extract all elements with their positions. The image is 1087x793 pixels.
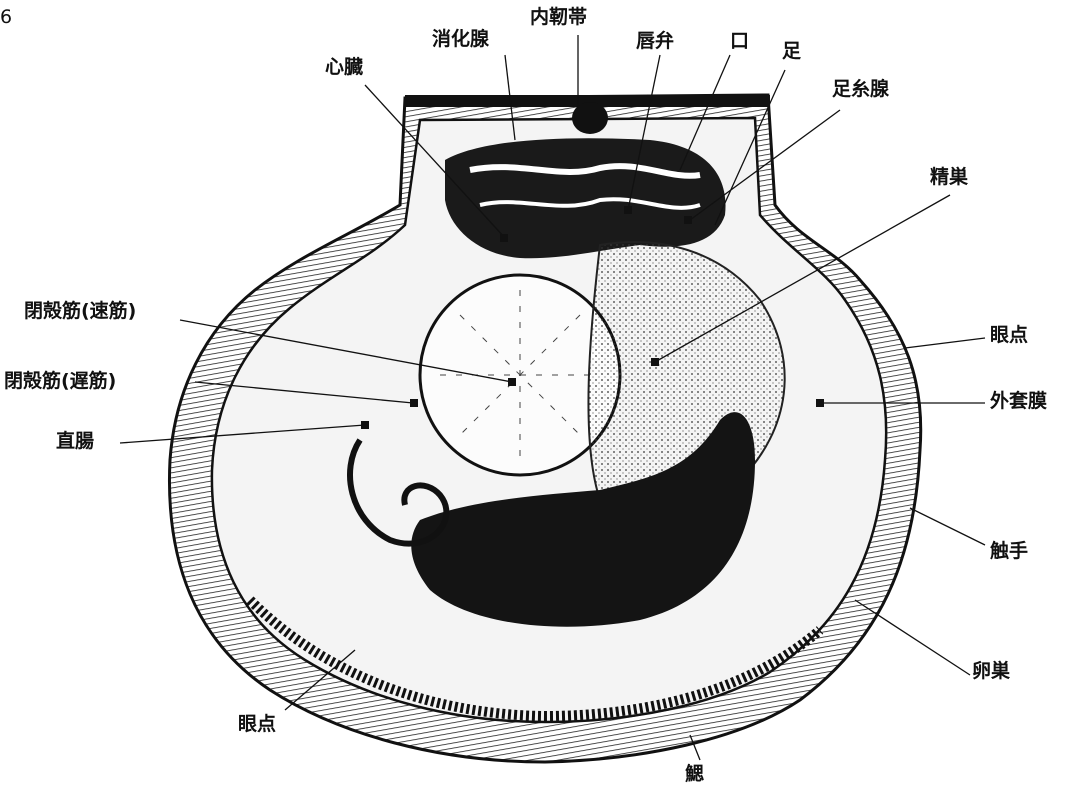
label-inner-ligament: 内靭帯 — [530, 8, 587, 27]
label-testis: 精巣 — [930, 168, 968, 187]
label-gill: 鰓 — [685, 765, 704, 784]
page-number: 6 — [0, 8, 12, 27]
label-heart: 心臓 — [325, 58, 363, 77]
label-rectum: 直腸 — [56, 432, 94, 451]
label-adductor-fast: 閉殻筋(速筋) — [24, 302, 136, 321]
label-adductor-slow: 閉殻筋(遅筋) — [4, 372, 116, 391]
label-foot: 足 — [782, 42, 801, 61]
label-eyespot-right: 眼点 — [990, 326, 1028, 345]
label-ovary: 卵巣 — [972, 662, 1010, 681]
label-mouth: 口 — [730, 32, 749, 51]
label-labial-palp: 唇弁 — [636, 32, 674, 51]
label-tentacle: 触手 — [990, 542, 1028, 561]
label-eyespot-bottom: 眼点 — [238, 715, 276, 734]
label-byssal-gland: 足糸腺 — [832, 80, 889, 99]
label-digestive-gland: 消化腺 — [432, 30, 489, 49]
label-outer-mantle: 外套膜 — [990, 392, 1047, 411]
digestive-region — [445, 138, 726, 258]
